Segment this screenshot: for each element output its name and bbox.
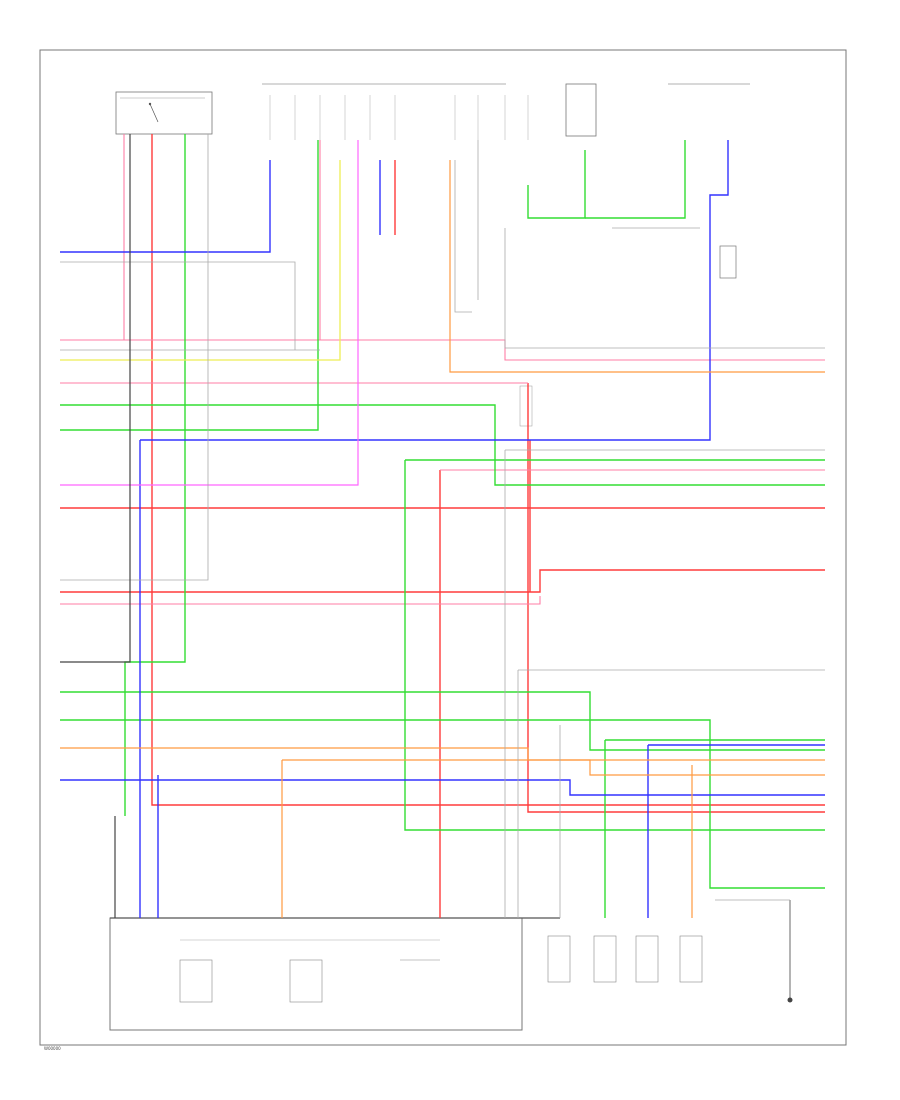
- wire-yellow: [60, 160, 341, 361]
- wire-blue: [60, 140, 825, 918]
- bottom-module: [109, 917, 560, 1031]
- diagram-frame: [39, 49, 847, 1046]
- connector-mid: [519, 385, 533, 427]
- top-left-switch: [115, 91, 213, 135]
- wire-pink: [60, 134, 825, 605]
- wire-orange: [60, 160, 825, 918]
- wire-gray: [60, 134, 825, 918]
- wire-dark: [60, 134, 131, 918]
- diagram-ref-code: W00000: [44, 1046, 61, 1051]
- top-center-module: [262, 83, 529, 140]
- wire-magenta: [60, 140, 359, 486]
- top-right-component-a: [565, 83, 597, 137]
- wire-red: [60, 134, 825, 918]
- ground-points: [547, 900, 793, 1003]
- wire-green: [60, 134, 825, 918]
- relay-box-upper: [719, 245, 737, 279]
